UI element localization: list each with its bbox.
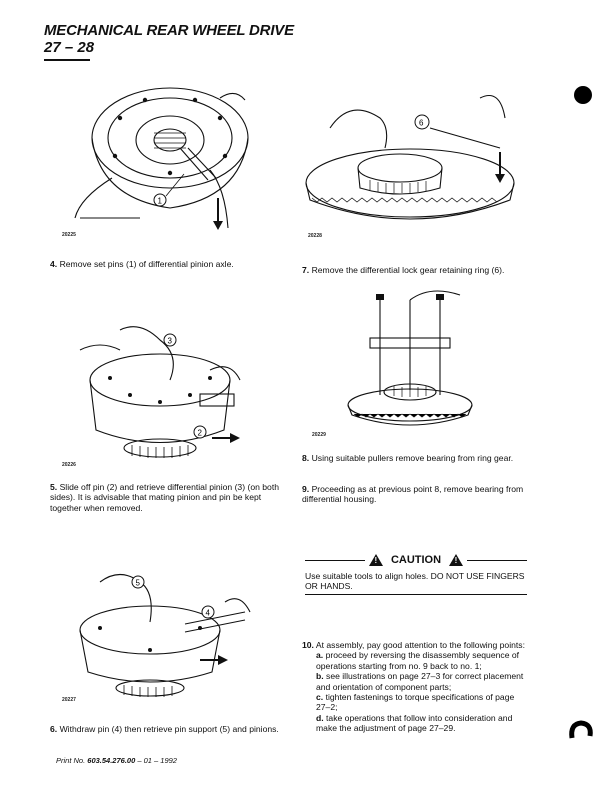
figure-code: 20227: [62, 697, 76, 703]
callout-3: 3: [168, 337, 173, 346]
print-number: Print No. 603.54.276.00 – 01 – 1992: [56, 756, 177, 765]
step-number: 7.: [302, 265, 310, 275]
print-code: 603.54.276.00: [87, 756, 136, 765]
caution-text: Use suitable tools to align holes. DO NO…: [305, 571, 525, 591]
figure-slide-pin: 3 2: [79, 326, 241, 458]
step-number: 5.: [50, 482, 58, 492]
sub-text: tighten fastenings to torque specificati…: [316, 692, 515, 713]
figure-retaining-ring: 6: [305, 94, 515, 220]
page-range: 27 – 28: [44, 39, 95, 56]
figure-code: 20226: [62, 462, 76, 468]
figure-code: 20229: [312, 432, 326, 438]
figure-withdraw-pin: 5 4: [79, 573, 251, 697]
warning-icon: [368, 554, 383, 566]
figure-code: 20228: [308, 233, 322, 239]
callout-2: 2: [198, 429, 203, 438]
sub-label: a.: [316, 650, 324, 661]
step-8: 8. Using suitable pullers remove bearing…: [302, 453, 530, 463]
caution-box: CAUTION Use suitable tools to align hole…: [305, 552, 528, 595]
step-text: Slide off pin (2) and retrieve different…: [50, 482, 279, 513]
sub-text: see illustrations on page 27–3 for corre…: [316, 671, 524, 692]
header-underline: [44, 59, 90, 61]
step-number: 9.: [302, 484, 310, 494]
figure-pullers: [347, 290, 473, 426]
sub-text: take operations that follow into conside…: [316, 712, 513, 734]
callout-6: 6: [419, 119, 424, 128]
sub-label: b.: [316, 671, 324, 682]
callout-1: 1: [158, 197, 163, 206]
step-9: 9. Proceeding as at previous point 8, re…: [302, 484, 530, 505]
step-text: Using suitable pullers remove bearing fr…: [311, 453, 514, 463]
caution-rule: [305, 559, 365, 561]
step-text: Remove set pins (1) of differential pini…: [59, 259, 234, 269]
step-6: 6. Withdraw pin (4) then retrieve pin su…: [50, 724, 282, 734]
step-4: 4. Remove set pins (1) of differential p…: [50, 259, 275, 269]
step-5: 5. Slide off pin (2) and retrieve differ…: [50, 482, 282, 513]
sub-text: proceed by reversing the disassembly seq…: [316, 650, 520, 671]
step-number: 6.: [50, 724, 58, 734]
print-suffix: – 01 – 1992: [137, 756, 177, 765]
caution-bottom-rule: [305, 594, 527, 595]
step-text: Remove the differential lock gear retain…: [311, 265, 505, 275]
figure-code: 20225: [62, 232, 76, 238]
sub-label: d.: [316, 712, 324, 723]
callout-4: 4: [206, 609, 211, 618]
warning-icon: [449, 554, 464, 566]
print-prefix: Print No.: [56, 756, 86, 765]
step-number: 10.: [302, 640, 314, 650]
step-number: 4.: [50, 259, 58, 269]
caution-title: CAUTION: [390, 554, 442, 566]
page-marker-dot: [574, 86, 592, 104]
callout-5: 5: [136, 579, 141, 588]
figure-set-pins: 1: [74, 87, 249, 230]
step-number: 8.: [302, 453, 310, 463]
caution-rule: [467, 559, 528, 561]
step-text: Withdraw pin (4) then retrieve pin suppo…: [59, 724, 279, 734]
step-10: 10. At assembly, pay good attention to t…: [302, 640, 530, 734]
step-text: Proceeding as at previous point 8, remov…: [302, 484, 524, 505]
page-title: MECHANICAL REAR WHEEL DRIVE: [44, 22, 294, 39]
step-7: 7. Remove the differential lock gear ret…: [302, 265, 530, 275]
binding-hook-icon: [569, 720, 593, 739]
step-text: At assembly, pay good attention to the f…: [315, 640, 525, 650]
sub-label: c.: [316, 692, 324, 703]
